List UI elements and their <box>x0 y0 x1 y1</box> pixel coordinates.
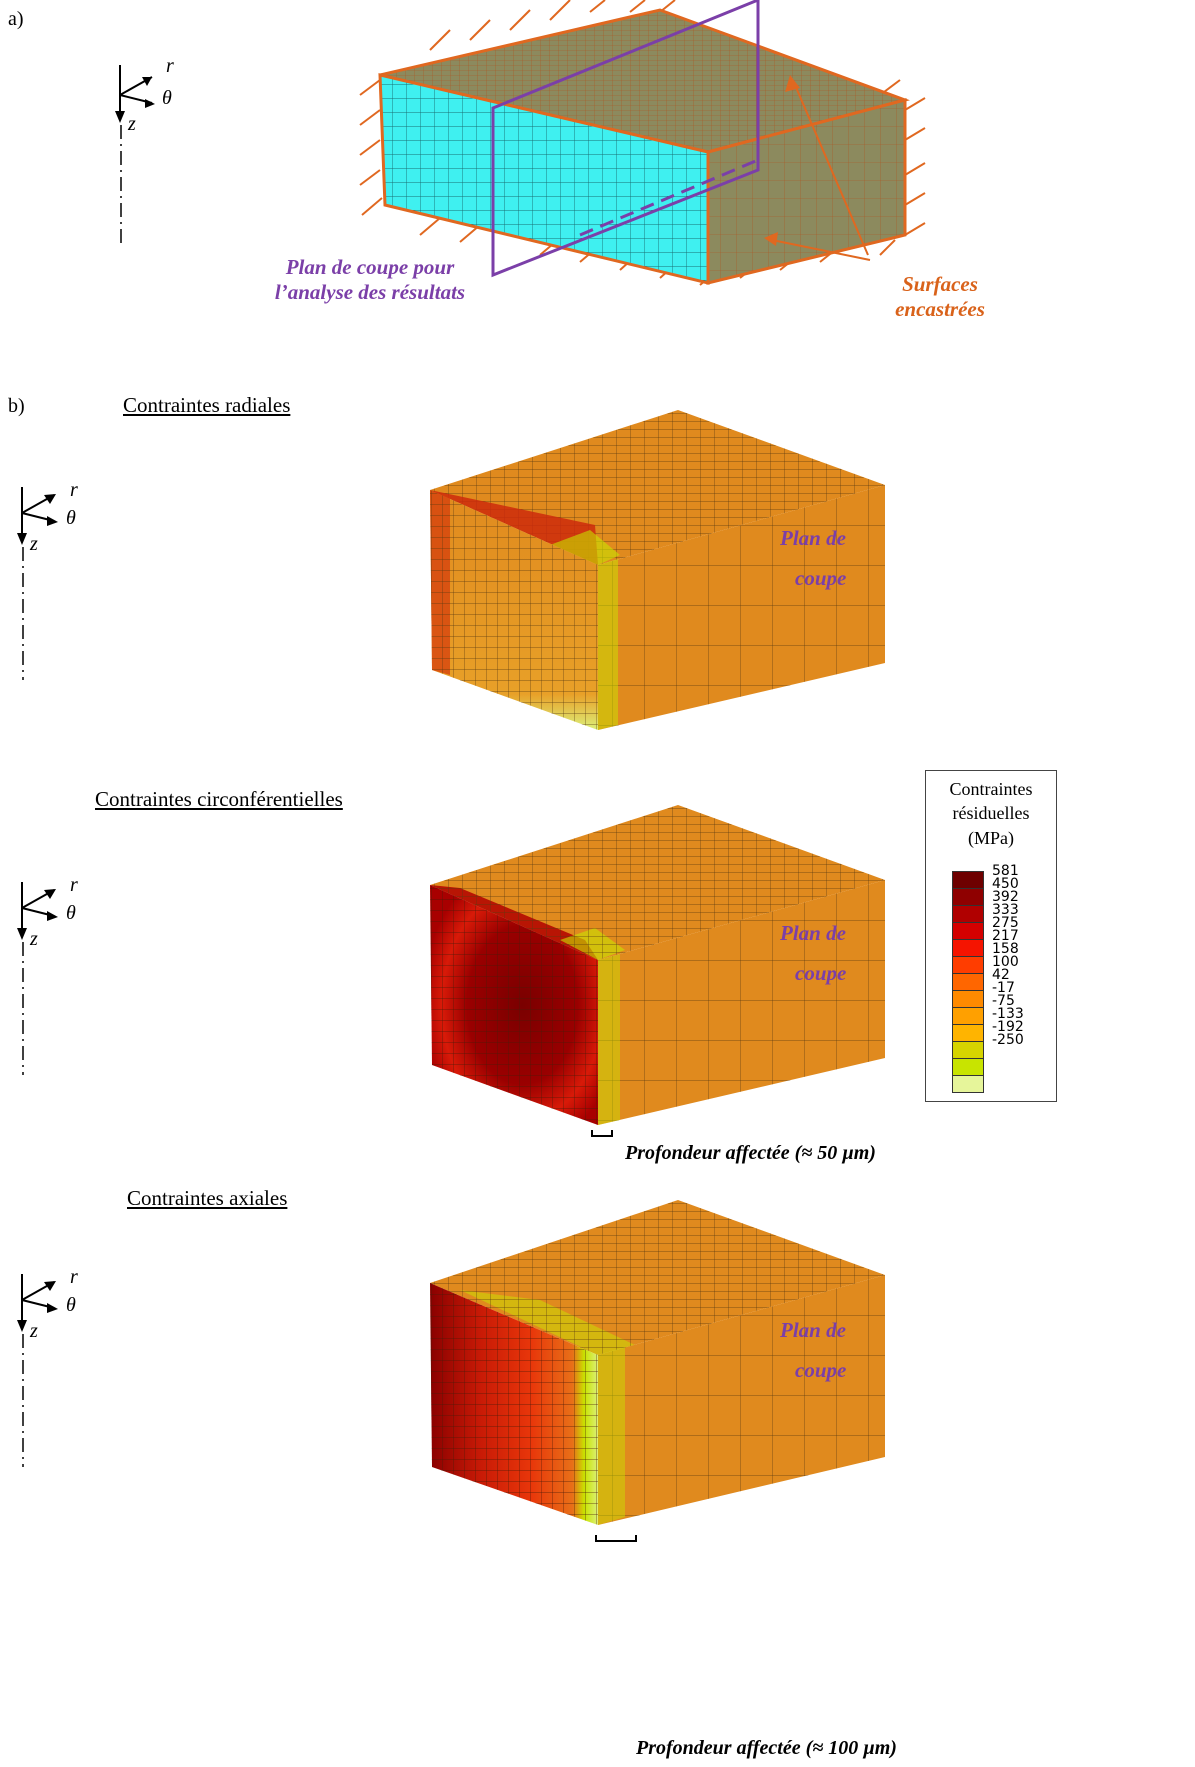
legend-title-line2: résiduelles <box>952 803 1030 824</box>
axis-triad-radial: r θ z <box>12 479 92 680</box>
axis-z-label: z <box>128 113 136 135</box>
legend-tick: -250 <box>992 1032 1024 1048</box>
legend-title-line3: (MPa) <box>968 827 1014 848</box>
cut-plane-annotation: Plan de coupe pour l’analyse des résulta… <box>235 255 505 305</box>
legend-swatch <box>952 1024 984 1041</box>
legend-tick: 275 <box>992 915 1019 931</box>
section-title-radial: Contraintes radiales <box>123 393 291 417</box>
legend-swatch <box>952 990 984 1007</box>
axis-r-label: r <box>70 1266 78 1288</box>
legend-swatch <box>952 1041 984 1058</box>
plane-label-radial-2: coupe <box>795 566 846 590</box>
legend-title-line1: Contraintes <box>949 779 1033 799</box>
legend-tick: 392 <box>992 889 1019 905</box>
legend-tick: -17 <box>992 980 1015 996</box>
axis-triad-radial-icon <box>17 487 58 680</box>
legend-tick: 581 <box>992 863 1019 879</box>
legend-tick: 158 <box>992 941 1019 957</box>
legend-swatch <box>952 888 984 905</box>
legend-tick: -133 <box>992 1006 1024 1022</box>
fixed-surfaces-line2: encastrées <box>895 297 985 322</box>
cut-plane-annotation-line1: Plan de coupe pour <box>285 255 455 279</box>
legend-tick: 333 <box>992 902 1019 918</box>
plane-label-circumferential-2: coupe <box>795 961 846 985</box>
axis-theta-label: θ <box>66 1294 76 1316</box>
legend-tick: 42 <box>992 967 1010 983</box>
stress-block-circumferential: Plan de coupe <box>430 805 885 1137</box>
legend-tick: 100 <box>992 954 1019 970</box>
panel-b-label: b) <box>8 395 25 417</box>
cut-plane-annotation-line2: l’analyse des résultats <box>274 280 466 305</box>
fixed-surfaces-line1: Surfaces <box>902 272 978 296</box>
axis-theta-label: θ <box>66 507 76 529</box>
legend-swatch <box>952 922 984 939</box>
axis-triad-a-icon <box>115 65 155 245</box>
axis-r-label: r <box>70 874 78 896</box>
axis-triad-circumferential-icon <box>17 882 58 1075</box>
section-title-axial: Contraintes axiales <box>127 1186 288 1210</box>
legend-swatch <box>952 905 984 922</box>
legend-ticks: 581 450 392 333 275 217 158 100 42 -17 -… <box>992 863 1024 1048</box>
axis-z-label: z <box>30 533 38 555</box>
plane-label-radial-1: Plan de <box>779 526 846 550</box>
axis-z-label: z <box>30 1320 38 1342</box>
axis-triad-axial-icon <box>17 1274 58 1467</box>
legend-tick: -192 <box>992 1019 1024 1035</box>
legend-swatch <box>952 939 984 956</box>
axis-triad-circumferential: r θ z <box>12 874 92 1075</box>
legend-tick: -75 <box>992 993 1015 1009</box>
mesh-block-a <box>359 0 926 286</box>
legend-tick: 217 <box>992 928 1019 944</box>
axis-theta-label: θ <box>66 902 76 924</box>
depth-note-circumferential: Profondeur affectée (≈ 50 µm) <box>625 1142 876 1164</box>
axis-triad-a: r θ z <box>110 55 190 245</box>
legend-title: Contraintes résiduelles (MPa) <box>926 777 1056 850</box>
stress-block-radial: Plan de coupe <box>430 410 885 730</box>
legend-swatch <box>952 1007 984 1024</box>
plane-label-circumferential-1: Plan de <box>779 921 846 945</box>
legend-swatch <box>952 871 984 888</box>
legend-swatch <box>952 956 984 973</box>
legend-swatch <box>952 973 984 990</box>
panel-a-label: a) <box>8 8 24 30</box>
legend-tick: 450 <box>992 876 1019 892</box>
axis-theta-label: θ <box>162 87 172 109</box>
plane-label-axial-2: coupe <box>795 1358 846 1382</box>
legend-swatch <box>952 1075 984 1093</box>
depth-note-axial: Profondeur affectée (≈ 100 µm) <box>636 1737 897 1759</box>
axis-r-label: r <box>70 479 78 501</box>
section-title-circumferential: Contraintes circonférentielles <box>95 787 343 811</box>
legend-swatch <box>952 1058 984 1075</box>
stress-legend: Contraintes résiduelles (MPa) 581 450 39… <box>925 770 1057 1102</box>
axis-triad-axial: r θ z <box>12 1266 92 1467</box>
fixed-surfaces-annotation: Surfaces encastrées <box>870 272 1010 322</box>
plane-label-axial-1: Plan de <box>779 1318 846 1342</box>
axis-z-label: z <box>30 928 38 950</box>
stress-block-axial: Plan de coupe <box>430 1200 885 1542</box>
axis-r-label: r <box>166 55 174 77</box>
